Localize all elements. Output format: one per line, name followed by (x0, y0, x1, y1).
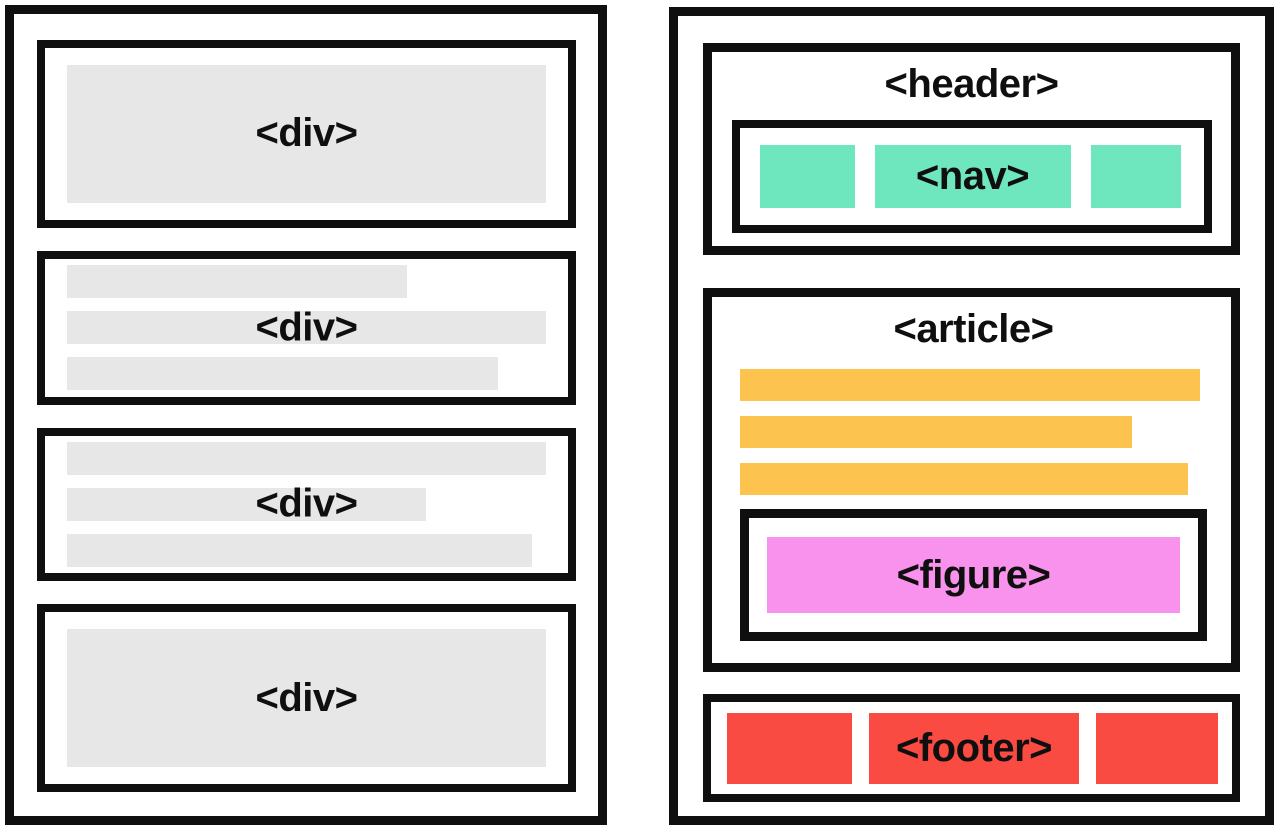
div-wireframe-box-2: <div> (37, 250, 576, 405)
footer-tag-label: <footer> (895, 725, 1053, 770)
article-text-lines (740, 369, 1207, 495)
article-tag-label: <article> (893, 307, 1054, 351)
footer-item-block (1096, 712, 1218, 784)
footer-item-block (727, 712, 852, 784)
article-box: <article> <figure> (703, 288, 1240, 672)
div-wireframe-box-3: <div> (37, 427, 576, 582)
header-box: <header> <nav> (703, 43, 1240, 255)
div-content-block: <div> (67, 65, 546, 203)
div-tag-label: <div> (255, 481, 358, 526)
non-semantic-panel: <div> <div> <div> <div> (5, 5, 607, 825)
div-wireframe-box-1: <div> (37, 40, 576, 228)
figure-box: <figure> (740, 509, 1207, 641)
nav-item-block (1090, 145, 1181, 208)
nav-item-block (759, 145, 855, 208)
footer-item-block: <footer> (869, 712, 1079, 784)
figure-tag-label: <figure> (896, 552, 1051, 597)
text-line-bar (740, 463, 1189, 495)
text-line-bar (740, 369, 1200, 401)
text-line-bar (67, 311, 546, 345)
nav-tag-label: <nav> (915, 154, 1030, 198)
figure-content-block: <figure> (767, 537, 1180, 613)
div-tag-label: <div> (255, 675, 358, 720)
footer-box: <footer> (703, 694, 1240, 802)
div-wireframe-box-4: <div> (37, 604, 576, 792)
nav-box: <nav> (731, 120, 1212, 233)
div-tag-label: <div> (255, 305, 358, 350)
text-line-bar (67, 265, 408, 299)
text-line-bar (740, 416, 1133, 448)
header-tag-label: <header> (884, 62, 1059, 106)
text-line-bar (67, 533, 532, 567)
text-line-bar (67, 441, 546, 475)
text-line-bar (67, 357, 499, 391)
text-line-bar (67, 487, 427, 521)
nav-item-block: <nav> (874, 145, 1071, 208)
semantic-panel: <header> <nav> <article> <figure> (669, 7, 1274, 825)
div-tag-label: <div> (255, 111, 358, 156)
div-content-block: <div> (67, 629, 546, 767)
